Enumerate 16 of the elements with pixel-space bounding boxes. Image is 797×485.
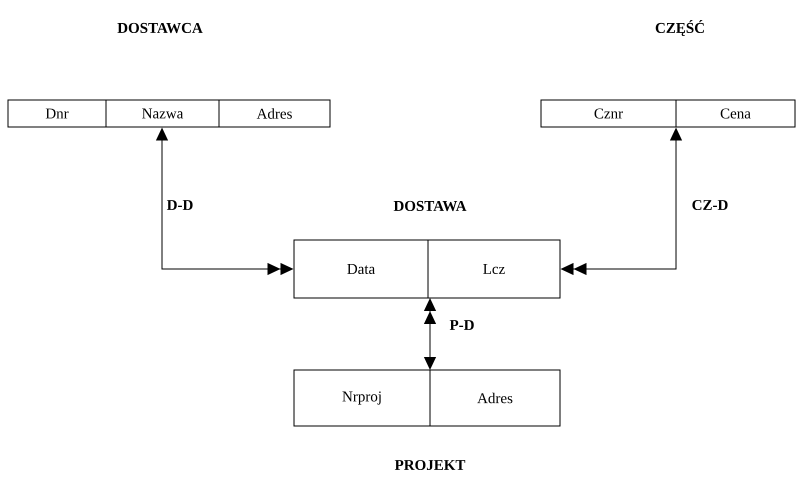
field-cell: Nazwa [106, 100, 220, 128]
field-cell: Lcz [428, 240, 560, 298]
field-cell: Cznr [540, 100, 676, 128]
field-cell: Adres [430, 370, 560, 426]
node-label: DOSTAWA [394, 200, 466, 212]
field-cell: Cena [676, 100, 796, 128]
field-cell: Nrproj [294, 370, 430, 426]
field-cell: Dnr [8, 100, 106, 128]
edge-label: D-D [166, 200, 193, 210]
node-label: CZĘŚĆ [656, 20, 704, 36]
field-cell: Data [294, 240, 428, 298]
field-cell: Adres [218, 100, 330, 128]
edge-label: P-D [450, 320, 474, 330]
node-label: DOSTAWCA [117, 22, 203, 34]
node-label: PROJEKT [394, 460, 466, 470]
edge-label: CZ-D [692, 200, 728, 210]
